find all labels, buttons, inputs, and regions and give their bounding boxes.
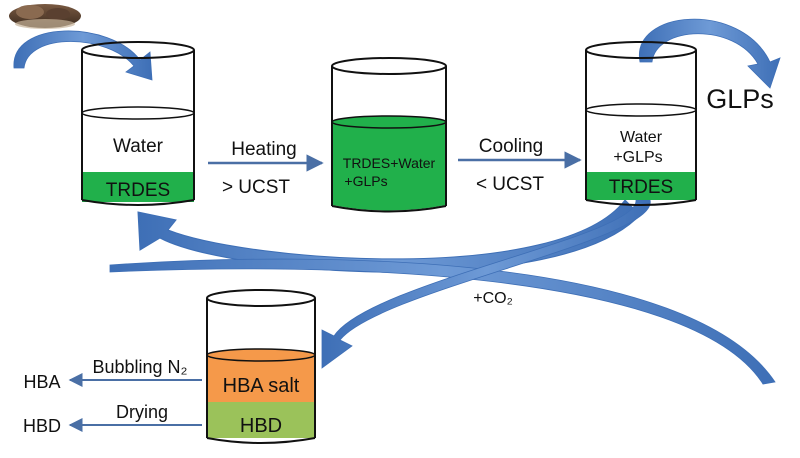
bubbling-label: Bubbling N₂ [92,357,187,377]
to-bottom-beaker-arrow [321,199,651,369]
middle-label-line2: +GLPs [344,173,387,189]
below-ucst-label: < UCST [476,174,544,195]
mushroom-photo-icon [9,4,81,29]
left-upper-label: Water [113,136,164,157]
bottom-lower-label: HBD [240,415,282,437]
bottom-upper-label: HBA salt [223,375,300,397]
co2-return-arrow [109,258,776,385]
right-label-line2: +GLPs [613,149,662,166]
co2-label: +CO₂ [473,290,513,307]
cooling-label: Cooling [479,136,543,157]
beaker-left: Water TRDES [81,41,195,206]
hba-output-label: HBA [23,372,60,392]
glps-output-label: GLPs [706,84,774,114]
output-arrow-glps [639,18,781,89]
heating-label: Heating [231,139,297,160]
right-label-line1: Water [620,129,663,146]
left-lower-label: TRDES [106,180,170,201]
drying-label: Drying [116,402,168,422]
middle-label-line1: TRDES+Water [343,155,436,171]
hbd-output-label: HBD [23,416,61,436]
above-ucst-label: > UCST [222,177,290,198]
beaker-middle: TRDES+Water +GLPs [331,57,447,213]
beaker-bottom: HBA salt HBD [206,289,316,444]
beaker-right: Water +GLPs TRDES [585,41,697,206]
right-lower-label: TRDES [609,177,673,198]
